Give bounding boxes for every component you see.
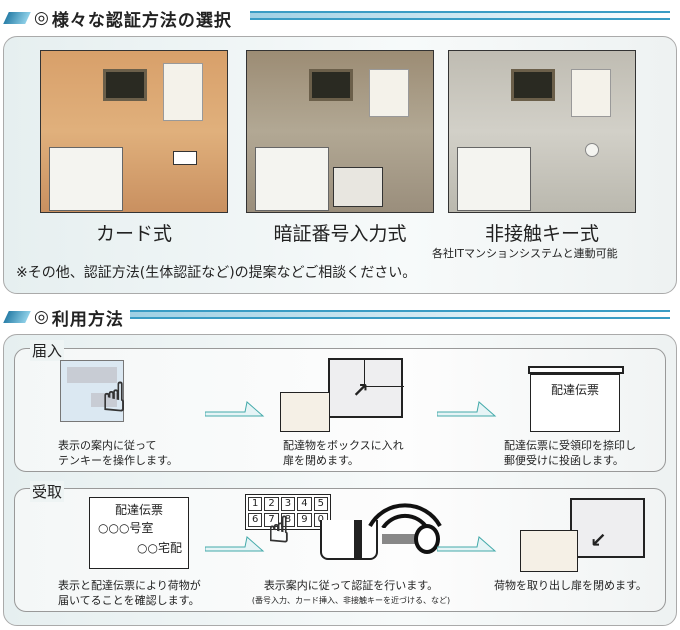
contactless-subcaption: 各社ITマンションシステムと連動可能 — [432, 247, 618, 260]
warning-sticker — [255, 147, 329, 211]
receive-step-2: 表示案内に従って認証を行います。 (番号入力、カード挿入、非接触キーを近づける、な… — [246, 578, 456, 608]
arrow-right-icon — [437, 401, 497, 417]
caption-line: 郵便受けに投函します。 — [504, 454, 624, 467]
delivery-slip-card: 配達伝票 ○○○号室 ○○宅配 — [89, 497, 189, 569]
header-rule — [250, 11, 670, 20]
key: 1 — [248, 497, 263, 511]
arrow-right-icon — [205, 401, 265, 417]
key: 9 — [297, 513, 312, 527]
key: 2 — [264, 497, 279, 511]
method-label-card: カード式 — [95, 223, 172, 245]
notice-sheet — [571, 69, 611, 117]
caption-line: 配達伝票に受領印を捺印し — [504, 439, 636, 452]
hand-pointer-icon: ☝ — [101, 375, 127, 422]
display-screen — [309, 69, 353, 101]
locker-door-illustration — [570, 498, 645, 558]
slip-room: ○○○号室 — [98, 521, 154, 535]
arrow-right-icon — [205, 536, 265, 552]
mail-slot-icon — [528, 366, 624, 374]
caption-line: 配達物をボックスに入れ — [283, 439, 404, 452]
display-screen — [103, 69, 147, 101]
caption-line: 表示の案内に従って — [58, 439, 157, 452]
header-mark-icon — [3, 12, 31, 24]
slip-sender: ○○宅配 — [137, 541, 182, 555]
receive-step-1: 表示と配達伝票により荷物が届いてることを確認します。 — [58, 578, 201, 608]
package-box-icon — [520, 530, 578, 572]
slip-title: 配達伝票 — [114, 503, 163, 517]
locker-door-illustration — [328, 358, 404, 418]
warning-sticker — [457, 147, 531, 211]
receive-tag: 受取 — [30, 481, 65, 502]
deliver-step-1: 表示の案内に従ってテンキーを操作します。 — [58, 438, 178, 468]
header-mark-icon — [3, 311, 31, 323]
key: 5 — [313, 497, 328, 511]
receive-step-3: 荷物を取り出し扉を閉めます。 — [494, 578, 647, 593]
contactless-type-photo — [448, 50, 636, 213]
notice-sheet — [163, 63, 203, 121]
keypad-illustration: 1 2 3 4 5 6 7 8 9 0 — [245, 494, 331, 530]
caption-line: 届いてることを確認します。 — [58, 594, 200, 607]
caption-line: 荷物を取り出し扉を閉めます。 — [494, 579, 647, 592]
down-arrow-icon: ↙ — [590, 528, 607, 552]
section-header-usage: ◎ 利用方法 — [3, 305, 124, 330]
key: 3 — [280, 497, 296, 511]
display-panel-illustration — [60, 360, 124, 422]
card-slot — [173, 151, 197, 165]
card-type-photo — [40, 50, 228, 213]
caption-line: 表示案内に従って認証を行います。 — [263, 579, 439, 592]
double-circle-icon: ◎ — [34, 8, 49, 28]
section-header-auth: ◎ 様々な認証方法の選択 — [3, 6, 232, 31]
auth-note: ※その他、認証方法(生体認証など)の提案などご相談ください。 — [16, 265, 417, 281]
key-fob-ring-icon — [414, 524, 440, 554]
contactless-reader — [585, 143, 599, 157]
key: 4 — [297, 497, 312, 511]
caption-line: 扉を閉めます。 — [283, 454, 359, 467]
deliver-tag: 届入 — [30, 340, 65, 361]
key-fob-icon — [382, 534, 418, 544]
section-title: 様々な認証方法の選択 — [51, 10, 232, 31]
deliver-step-3: 配達伝票に受領印を捺印し郵便受けに投函します。 — [504, 438, 636, 468]
method-label-pin: 暗証番号入力式 — [273, 223, 407, 245]
warning-sticker — [49, 147, 123, 211]
package-box-icon — [280, 392, 330, 432]
notice-sheet — [369, 69, 409, 117]
key: 8 — [280, 513, 296, 527]
delivery-slip: 配達伝票 — [530, 374, 620, 432]
key: 7 — [264, 513, 279, 527]
deliver-step-2: 配達物をボックスに入れ扉を閉めます。 — [283, 438, 404, 468]
card-reader-icon — [320, 520, 378, 560]
caption-line: (番号入力、カード挿入、非接触キーを近づける、など) — [251, 596, 451, 605]
caption-line: テンキーを操作します。 — [58, 454, 178, 467]
double-circle-icon: ◎ — [34, 307, 49, 327]
caption-line: 表示と配達伝票により荷物が — [58, 579, 201, 592]
arrow-right-icon — [437, 536, 497, 552]
display-screen — [511, 69, 555, 101]
wireless-signal-icon — [368, 503, 442, 528]
keypad — [333, 167, 383, 207]
key: 6 — [248, 513, 263, 527]
pin-type-photo — [246, 50, 434, 213]
method-label-contactless: 非接触キー式 — [484, 223, 599, 245]
header-rule — [130, 310, 670, 319]
up-arrow-icon: ↗ — [352, 378, 369, 402]
hand-pointer-icon: ☝ — [268, 510, 291, 552]
section-title: 利用方法 — [51, 309, 124, 330]
